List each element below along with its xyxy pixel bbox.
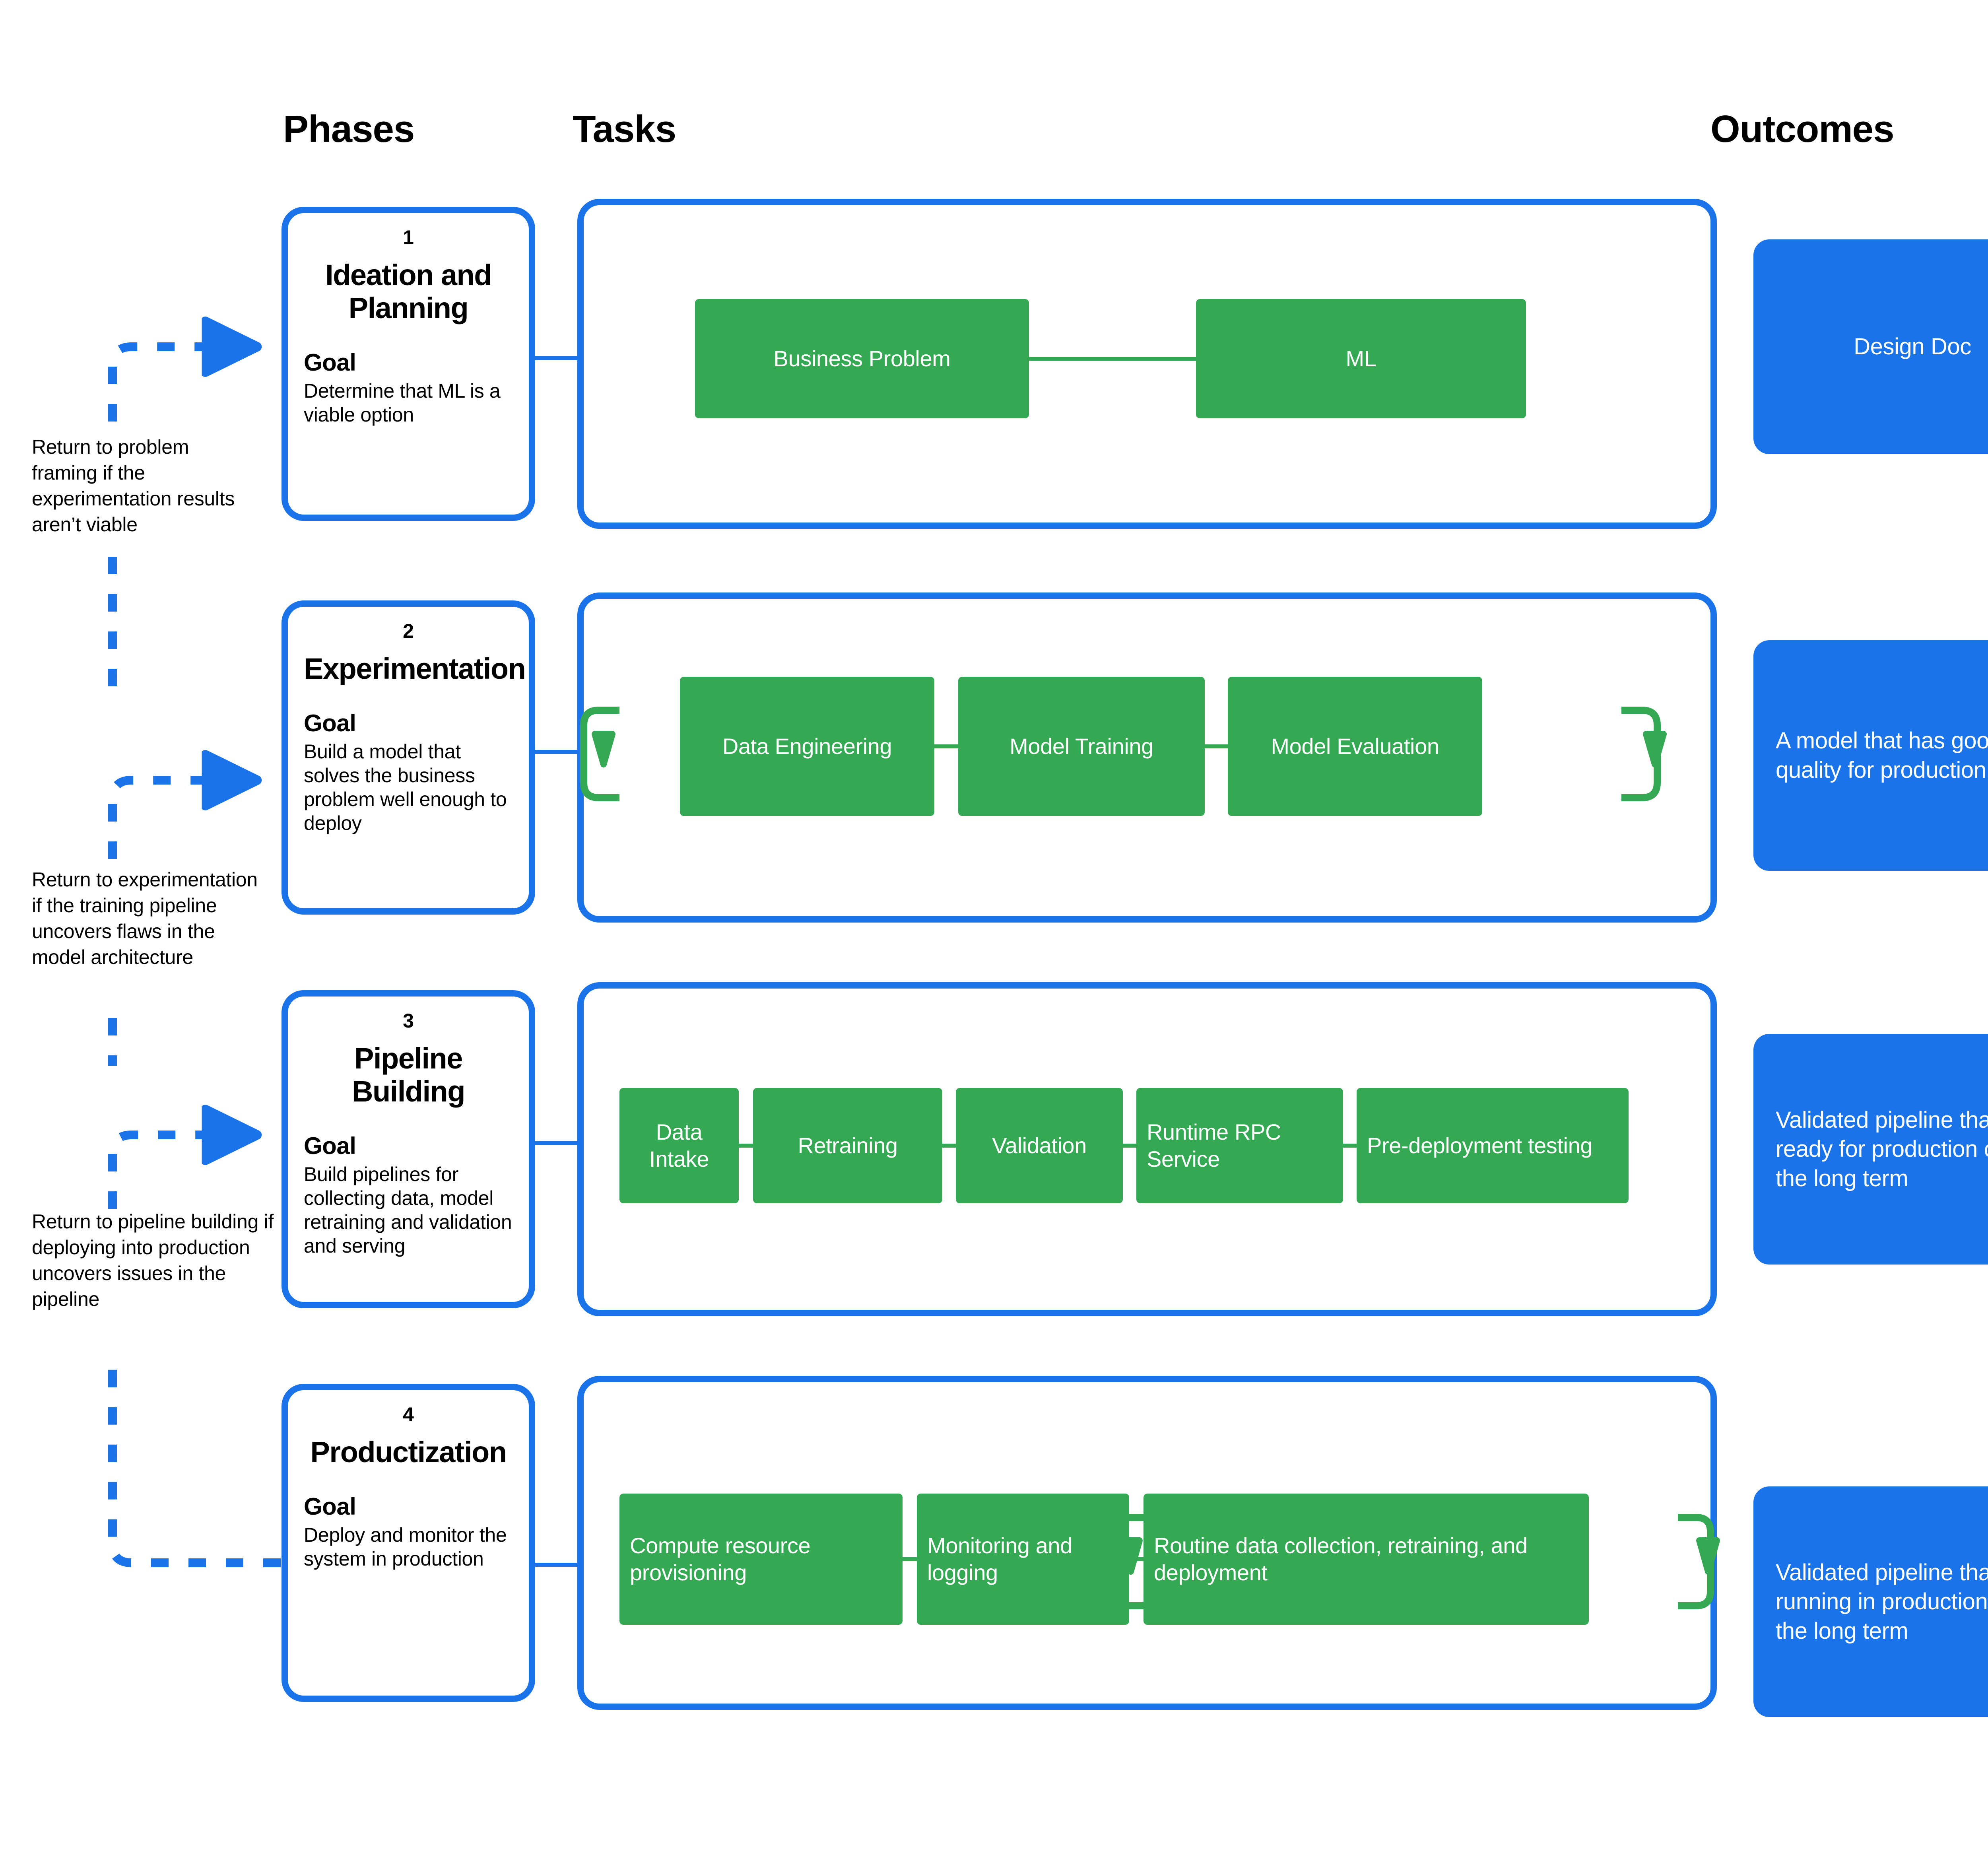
- task-tile[interactable]: ML: [1196, 299, 1526, 418]
- feedback-annotation-3: Return to pipeline building if deploying…: [32, 1210, 274, 1310]
- phase-title: Experimentation: [304, 652, 526, 685]
- connector-phase-to-tasks: [535, 1141, 579, 1145]
- task-tile[interactable]: Data Engineering: [680, 677, 934, 816]
- task-connector: [1029, 357, 1196, 361]
- phase-row-productization: 4 Productization Goal Deploy and monitor…: [0, 1376, 1988, 1717]
- phase-number: 3: [403, 1010, 414, 1032]
- task-connector: [942, 1144, 956, 1148]
- phase-goal-text: Build a model that solves the business p…: [304, 740, 507, 834]
- task-tile[interactable]: Routine data collection, retraining, and…: [1143, 1494, 1589, 1625]
- phase-card-2[interactable]: 2 Experimentation Goal Build a model tha…: [282, 600, 535, 915]
- phase-row-pipeline-building: 3 Pipeline Building Goal Build pipelines…: [0, 982, 1988, 1316]
- phase-goal-text: Deploy and monitor the system in product…: [304, 1523, 507, 1570]
- loop-right-arrowhead: [1696, 1537, 1720, 1575]
- task-tile[interactable]: Monitoring and logging: [917, 1494, 1129, 1625]
- outcome-box-1[interactable]: Design Doc: [1753, 239, 1988, 454]
- task-tile[interactable]: Data Intake: [619, 1088, 739, 1203]
- phase-goal-label: Goal: [304, 709, 356, 736]
- connector-phase-to-tasks: [535, 356, 579, 360]
- phase-title: Pipeline Building: [352, 1042, 465, 1108]
- phase-title: Productization: [310, 1436, 507, 1469]
- outcome-box-4[interactable]: Validated pipeline that’s running in pro…: [1753, 1486, 1988, 1717]
- phase-goal-text: Determine that ML is a viable option: [304, 379, 501, 426]
- task-tile[interactable]: Validation: [956, 1088, 1123, 1203]
- task-connector: [903, 1557, 917, 1561]
- task-tile[interactable]: Runtime RPC Service: [1136, 1088, 1343, 1203]
- outcome-box-2[interactable]: A model that has good quality for produc…: [1753, 640, 1988, 871]
- outcome-text: Validated pipeline that’s ready for prod…: [1776, 1107, 1988, 1191]
- tasks-container-4: Compute resource provisioning Monitoring…: [577, 1376, 1720, 1710]
- task-tile[interactable]: Model Training: [958, 677, 1205, 816]
- outcome-box-3[interactable]: Validated pipeline that’s ready for prod…: [1753, 1034, 1988, 1265]
- outcome-text: Design Doc: [1854, 334, 1971, 360]
- feedback-annotation-2: Return to experimentation if the trainin…: [32, 868, 258, 968]
- phase-row-ideation-and-planning: 1 Ideation and Planning Goal Determine t…: [0, 199, 1988, 529]
- phase-goal-label: Goal: [304, 1132, 356, 1159]
- task-connector: [1205, 744, 1228, 748]
- phase-number: 4: [403, 1403, 414, 1426]
- loop-right-arrowhead: [1643, 731, 1667, 767]
- task-connector: [1129, 1557, 1143, 1561]
- task-tile[interactable]: Retraining: [753, 1088, 942, 1203]
- task-tile[interactable]: Model Evaluation: [1228, 677, 1482, 816]
- phase-number: 1: [403, 226, 414, 249]
- feedback-annotation-1: Return to problem framing if the experim…: [32, 436, 235, 536]
- phase-card-4[interactable]: 4 Productization Goal Deploy and monitor…: [282, 1384, 535, 1702]
- experimentation-loop-arrows: [580, 707, 1667, 801]
- connector-phase-to-tasks: [535, 750, 579, 754]
- task-tile[interactable]: Business Problem: [695, 299, 1029, 418]
- outcome-text: A model that has good quality for produc…: [1776, 728, 1988, 783]
- task-connector: [1123, 1144, 1136, 1148]
- phase-goal-label: Goal: [304, 349, 356, 376]
- outcome-text: Validated pipeline that’s running in pro…: [1776, 1559, 1988, 1644]
- phase-title: Ideation and Planning: [325, 258, 492, 324]
- tasks-container-2: Data Engineering Model Training Model Ev…: [577, 592, 1717, 923]
- loop-left-arrowhead: [592, 731, 615, 767]
- task-connector: [1343, 1144, 1357, 1148]
- phase-goal-label: Goal: [304, 1493, 356, 1520]
- phase-number: 2: [403, 620, 414, 642]
- task-connector: [934, 744, 958, 748]
- task-tile[interactable]: Compute resource provisioning: [619, 1494, 903, 1625]
- phase-row-experimentation: 2 Experimentation Goal Build a model tha…: [0, 592, 1988, 923]
- phase-card-3[interactable]: 3 Pipeline Building Goal Build pipelines…: [282, 990, 535, 1308]
- column-header-tasks: Tasks: [573, 108, 676, 150]
- task-tile[interactable]: Pre-deployment testing: [1357, 1088, 1629, 1203]
- phase-card-1[interactable]: 1 Ideation and Planning Goal Determine t…: [282, 207, 535, 521]
- phase-goal-text: Build pipelines for collecting data, mod…: [304, 1163, 512, 1257]
- task-connector: [739, 1144, 753, 1148]
- column-header-outcomes: Outcomes: [1710, 108, 1894, 150]
- connector-phase-to-tasks: [535, 1563, 579, 1567]
- tasks-container-1: Business Problem ML: [577, 199, 1717, 529]
- tasks-container-3: Data Intake Retraining Validation Runtim…: [577, 982, 1717, 1316]
- loop-left-path: [580, 707, 619, 801]
- column-header-phases: Phases: [283, 108, 415, 150]
